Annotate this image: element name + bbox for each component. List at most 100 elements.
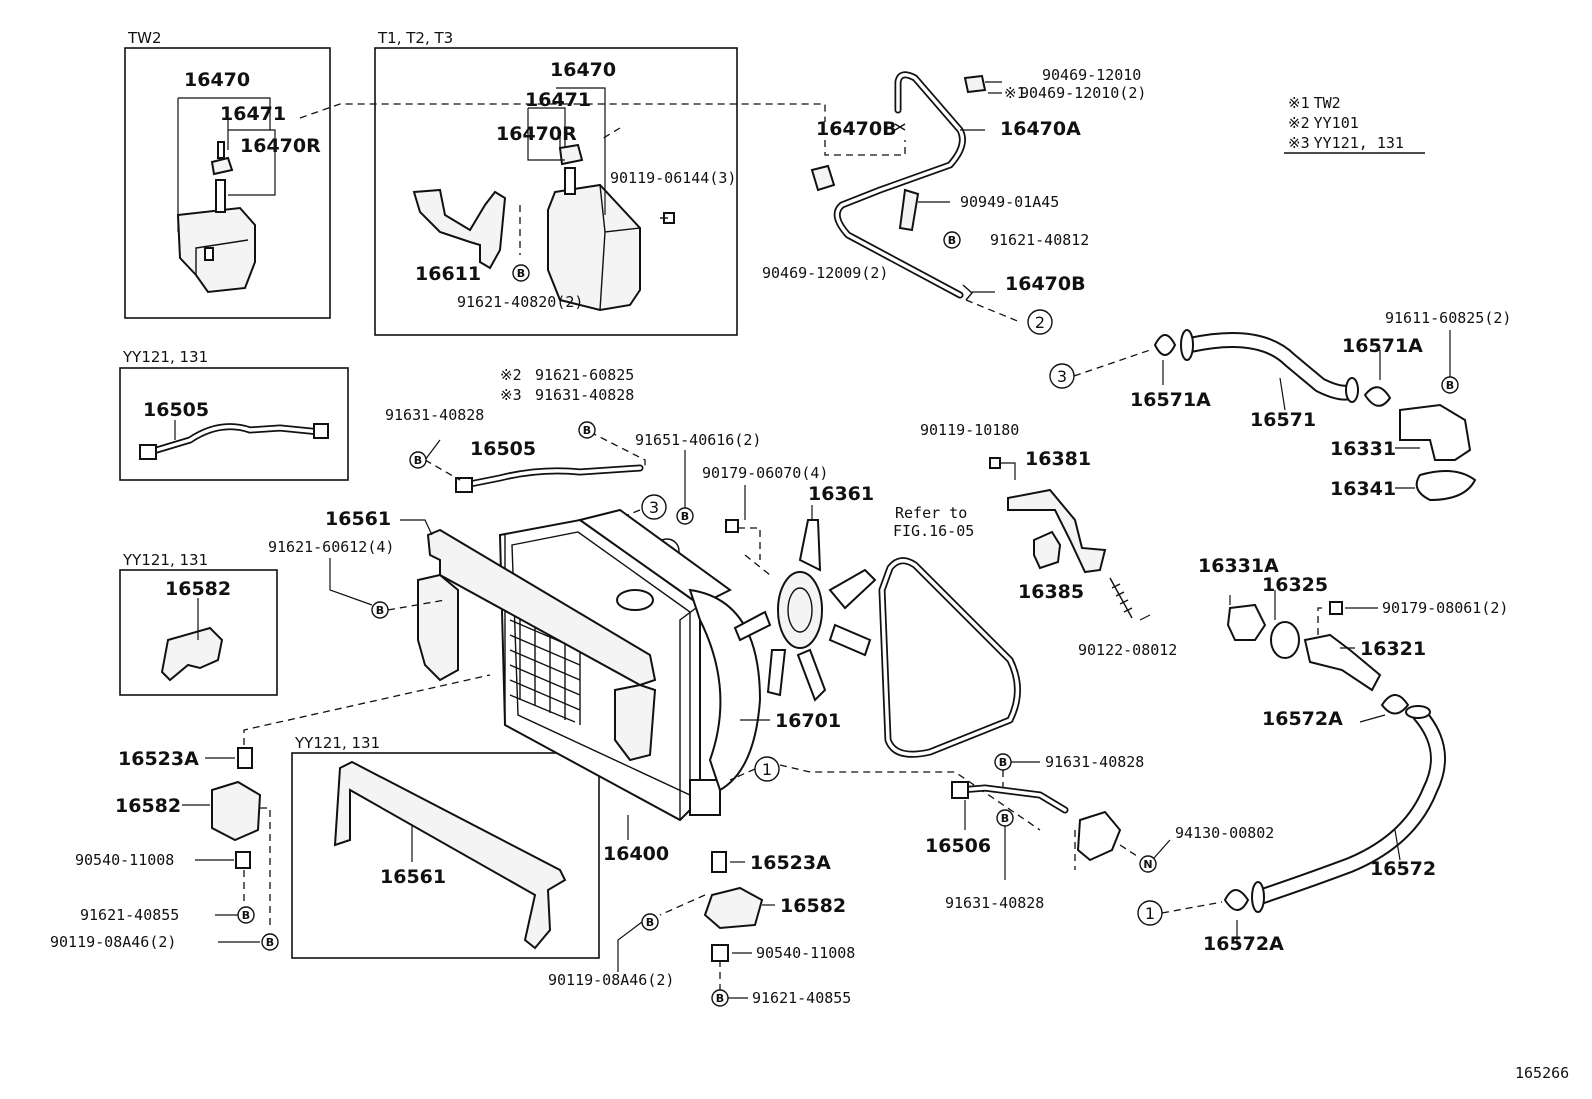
label-90179-08061: 90179-08061(2) xyxy=(1382,599,1508,617)
bolt-badge-91651-40616: B xyxy=(676,507,694,525)
label-90540-left: 90540-11008 xyxy=(75,851,174,869)
leaders-lower-hose xyxy=(1236,714,1401,945)
bolt-badge-91621-60612: B xyxy=(371,601,389,619)
bolt-badge-91621-60825: B xyxy=(578,421,596,439)
tw2-leader-lines xyxy=(177,97,276,232)
leader-90122-08012 xyxy=(1139,614,1151,621)
label-16571A-r: 16571A xyxy=(1342,335,1423,357)
circled-ref-1-mid: 1 xyxy=(754,756,780,782)
nut-90179-06070 xyxy=(725,519,739,533)
clamp-16470B-top xyxy=(894,123,906,131)
label-91631-40828-a: 91631-40828 xyxy=(385,406,484,424)
label-16470B-top: 16470B xyxy=(816,118,897,140)
fan-shroud-16561 xyxy=(417,528,657,762)
svg-text:B: B xyxy=(1446,379,1454,392)
bolt-90119-06144 xyxy=(660,212,675,224)
bushing-16523A-left xyxy=(237,747,253,769)
bolt-badge-90119-08A46-left: B xyxy=(261,933,279,951)
label-90119-10180: 90119-10180 xyxy=(920,421,1019,439)
leader-91621-60612-b xyxy=(387,599,446,611)
bolt-90119-10180 xyxy=(989,457,1001,469)
svg-text:B: B xyxy=(376,604,384,617)
clamp-16470B-bot xyxy=(962,284,973,301)
label-91621-40820: 91621-40820(2) xyxy=(457,293,583,311)
label-16572A-top: 16572A xyxy=(1262,708,1343,730)
bushing-16523A-mid xyxy=(711,851,727,873)
svg-text:B: B xyxy=(646,916,654,929)
tw2-reserve-tank xyxy=(176,141,256,294)
fan-shroud-ring-16701 xyxy=(688,588,762,792)
clamp-16571A-right xyxy=(1363,386,1392,407)
leader-16470B-top xyxy=(824,140,906,156)
label-90469-12010-2: 90469-12010(2) xyxy=(1020,84,1146,102)
svg-text:B: B xyxy=(948,234,956,247)
label-16582-mid: 16582 xyxy=(780,895,846,917)
nut-badge-94130-00802: N xyxy=(1139,855,1157,873)
yy-pipe-end-left xyxy=(139,444,157,460)
svg-text:B: B xyxy=(583,424,591,437)
svg-text:B: B xyxy=(1001,812,1009,825)
label-16582-yy: 16582 xyxy=(165,578,231,600)
svg-text:B: B xyxy=(999,756,1007,769)
legend-mark-1-inline: ※1 xyxy=(1004,84,1026,102)
clip-90949-01A45 xyxy=(898,188,920,232)
leaders-overflow xyxy=(918,81,1002,293)
svg-text:B: B xyxy=(681,510,689,523)
cushion-90540-left xyxy=(235,851,251,869)
yy-bracket-16582 xyxy=(160,626,224,682)
group-label-t123: T1, T2, T3 xyxy=(377,29,453,47)
label-91631-40828-b: 91631-40828 xyxy=(535,386,634,404)
insulator-16385 xyxy=(1033,530,1062,570)
label-16611: 16611 xyxy=(415,263,481,285)
svg-text:B: B xyxy=(517,267,525,280)
label-90540-mid: 90540-11008 xyxy=(756,944,855,962)
label-16471-tw2: 16471 xyxy=(220,103,286,125)
svg-text:1: 1 xyxy=(762,760,772,779)
radiator-core-mesh xyxy=(509,615,581,725)
circled-ref-3-right: 3 xyxy=(1049,363,1075,389)
leader-oil-cooler xyxy=(1074,830,1141,870)
svg-text:B: B xyxy=(242,909,250,922)
circled-ref-1-right: 1 xyxy=(1137,900,1163,926)
label-91631-40828-r1: 91631-40828 xyxy=(1045,753,1144,771)
label-90119-08A46-left: 90119-08A46(2) xyxy=(50,933,176,951)
refer-note-line2: FIG.16-05 xyxy=(893,522,974,540)
label-90122-08012: 90122-08012 xyxy=(1078,641,1177,659)
group-label-yy-shroud: YY121, 131 xyxy=(294,734,380,752)
gasket-16341 xyxy=(1415,470,1477,502)
leaders-left-bolts xyxy=(215,914,260,943)
svg-text:2: 2 xyxy=(1035,313,1045,332)
leader-ref-1-mid xyxy=(729,764,1041,831)
label-91621-60825: 91621-60825 xyxy=(535,366,634,384)
leader-ref-3-right xyxy=(1073,349,1151,377)
water-inlet-16331A xyxy=(1226,603,1267,641)
t123-bracket-16611 xyxy=(412,188,507,270)
label-16572: 16572 xyxy=(1370,858,1436,880)
oil-cooler-bracket xyxy=(1076,810,1122,862)
label-90949-01A45: 90949-01A45 xyxy=(960,193,1059,211)
bolt-90179-08061 xyxy=(1329,601,1343,615)
label-16385: 16385 xyxy=(1018,581,1084,603)
refer-note-line1: Refer to xyxy=(895,504,967,522)
legend-mark-3: ※3 xyxy=(500,386,522,404)
leaders-upper-hose xyxy=(1162,350,1381,411)
label-16471-t: 16471 xyxy=(525,89,591,111)
circled-ref-3-mid: 3 xyxy=(641,494,667,520)
label-91621-40855-left: 91621-40855 xyxy=(80,906,179,924)
leader-mid-stack-dash xyxy=(659,894,721,990)
label-16523A-mid: 16523A xyxy=(750,852,831,874)
label-16571A-l: 16571A xyxy=(1130,389,1211,411)
label-16572A-bot: 16572A xyxy=(1203,933,1284,955)
svg-text:3: 3 xyxy=(649,498,659,517)
label-91621-40855-mid: 91621-40855 xyxy=(752,989,851,1007)
leaders-outlet xyxy=(1395,447,1420,489)
t123-leader-lines xyxy=(527,87,606,215)
clamp-90469-12009 xyxy=(810,164,836,192)
leader-91621-60612 xyxy=(329,558,373,606)
label-16470R-t: 16470R xyxy=(496,123,577,145)
label-16361: 16361 xyxy=(808,483,874,505)
bolt-90122-08012 xyxy=(1109,577,1133,619)
